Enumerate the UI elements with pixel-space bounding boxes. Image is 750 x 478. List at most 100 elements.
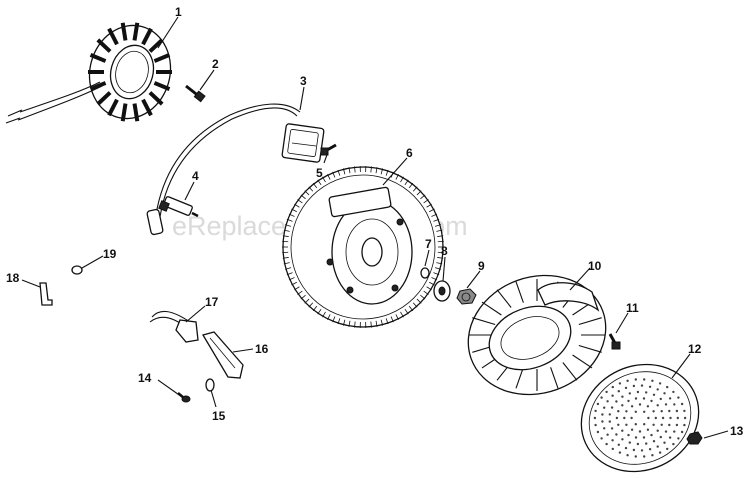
gear-tooth <box>370 166 372 173</box>
screen-hole <box>640 449 644 452</box>
screen-hole <box>645 442 648 445</box>
callout-5: 5 <box>316 166 323 180</box>
module-screw-part <box>320 143 337 156</box>
gear-tooth <box>327 314 331 320</box>
screen-hole <box>634 423 637 426</box>
screen-hole <box>634 378 637 381</box>
screen-nut-part <box>686 431 703 445</box>
fan-blade <box>481 301 502 316</box>
gear-tooth <box>283 229 290 232</box>
callout-8: 8 <box>441 244 448 258</box>
gear-tooth <box>437 257 444 259</box>
gear-tooth <box>431 213 438 217</box>
callout-9: 9 <box>478 259 485 273</box>
bracket-screw-part <box>177 392 191 403</box>
gear-tooth <box>286 218 293 222</box>
screen-hole <box>646 405 650 408</box>
screen-hole <box>650 433 653 437</box>
screen-hole <box>600 396 603 399</box>
screen-hole <box>606 400 609 403</box>
screen-hole <box>638 403 642 406</box>
screen-hole <box>673 403 676 406</box>
screen-hole <box>610 406 614 409</box>
screen-hole <box>643 410 646 413</box>
gear-tooth <box>437 235 444 237</box>
screen-hole <box>632 448 636 452</box>
stator-tooth <box>153 53 171 63</box>
callout-1: 1 <box>175 5 182 19</box>
screen-hole <box>652 410 655 413</box>
screen-hole <box>647 416 650 420</box>
screen-hole <box>611 385 614 389</box>
stator-tooth <box>153 81 171 91</box>
screen-hole <box>608 420 611 423</box>
screen-hole <box>643 423 646 426</box>
screen-hole <box>658 451 662 454</box>
spark-plug-part <box>158 196 199 218</box>
screen-hole <box>672 390 675 394</box>
screen-hole <box>643 455 646 458</box>
gear-tooth <box>317 308 322 315</box>
stator-tooth <box>141 98 153 117</box>
callout-17: 17 <box>205 295 219 309</box>
screen-hole <box>680 402 684 406</box>
gear-tooth <box>291 208 297 213</box>
gear-tooth <box>300 194 306 200</box>
screen-hole <box>617 443 620 446</box>
screen-hole <box>664 403 668 406</box>
callout-2: 2 <box>212 57 219 71</box>
screen-hole <box>594 409 597 413</box>
screen-hole <box>628 441 631 444</box>
screen-hole <box>621 404 624 407</box>
screen-hole <box>668 423 671 427</box>
screen-hole <box>656 404 659 407</box>
screen-hole <box>618 382 622 385</box>
gear-tooth <box>286 272 293 276</box>
gear-tooth <box>337 318 341 325</box>
gear-tooth <box>291 281 297 286</box>
gear-tooth <box>385 318 389 325</box>
screen-hole <box>648 385 652 388</box>
screen-hole <box>666 447 669 451</box>
gear-tooth <box>354 166 356 173</box>
screen-hole <box>608 413 611 416</box>
callout-18: 18 <box>6 271 20 285</box>
callout-labels: 1 2 3 4 5 6 7 8 9 10 11 12 13 14 15 16 1… <box>6 5 744 438</box>
screen-hole <box>646 428 650 431</box>
gear-tooth <box>312 305 318 312</box>
screen-hole <box>638 430 642 433</box>
screen-hole <box>605 390 608 394</box>
stator-tooth <box>132 22 140 41</box>
gear-tooth <box>304 298 310 304</box>
gear-tooth <box>332 316 336 323</box>
screen-hole <box>611 439 614 442</box>
screen-hole <box>659 397 662 401</box>
screen-hole <box>605 442 608 446</box>
screen-hole <box>658 382 662 385</box>
gear-tooth <box>404 308 409 315</box>
stator-tooth <box>96 38 112 53</box>
gear-tooth <box>416 190 422 196</box>
gear-tooth <box>395 314 399 320</box>
screen-hole <box>624 446 628 450</box>
gear-tooth <box>375 320 378 327</box>
fan-blade <box>578 344 602 353</box>
screen-hole <box>656 429 659 432</box>
gear-tooth <box>300 294 306 300</box>
key-part <box>420 267 430 279</box>
stator-tooth <box>107 98 119 117</box>
gear-tooth <box>400 311 404 318</box>
screen-hole <box>656 445 659 448</box>
screen-hole <box>626 454 629 457</box>
gear-tooth <box>426 203 432 208</box>
gear-tooth <box>412 302 418 308</box>
gear-tooth <box>426 286 432 291</box>
screen-hole <box>610 427 614 430</box>
screen-hole <box>659 435 662 439</box>
gear-tooth <box>297 290 303 295</box>
gear-tooth <box>285 224 292 227</box>
screen-hole <box>615 416 619 420</box>
gear-tooth <box>434 267 441 270</box>
screen-hole <box>626 379 629 382</box>
